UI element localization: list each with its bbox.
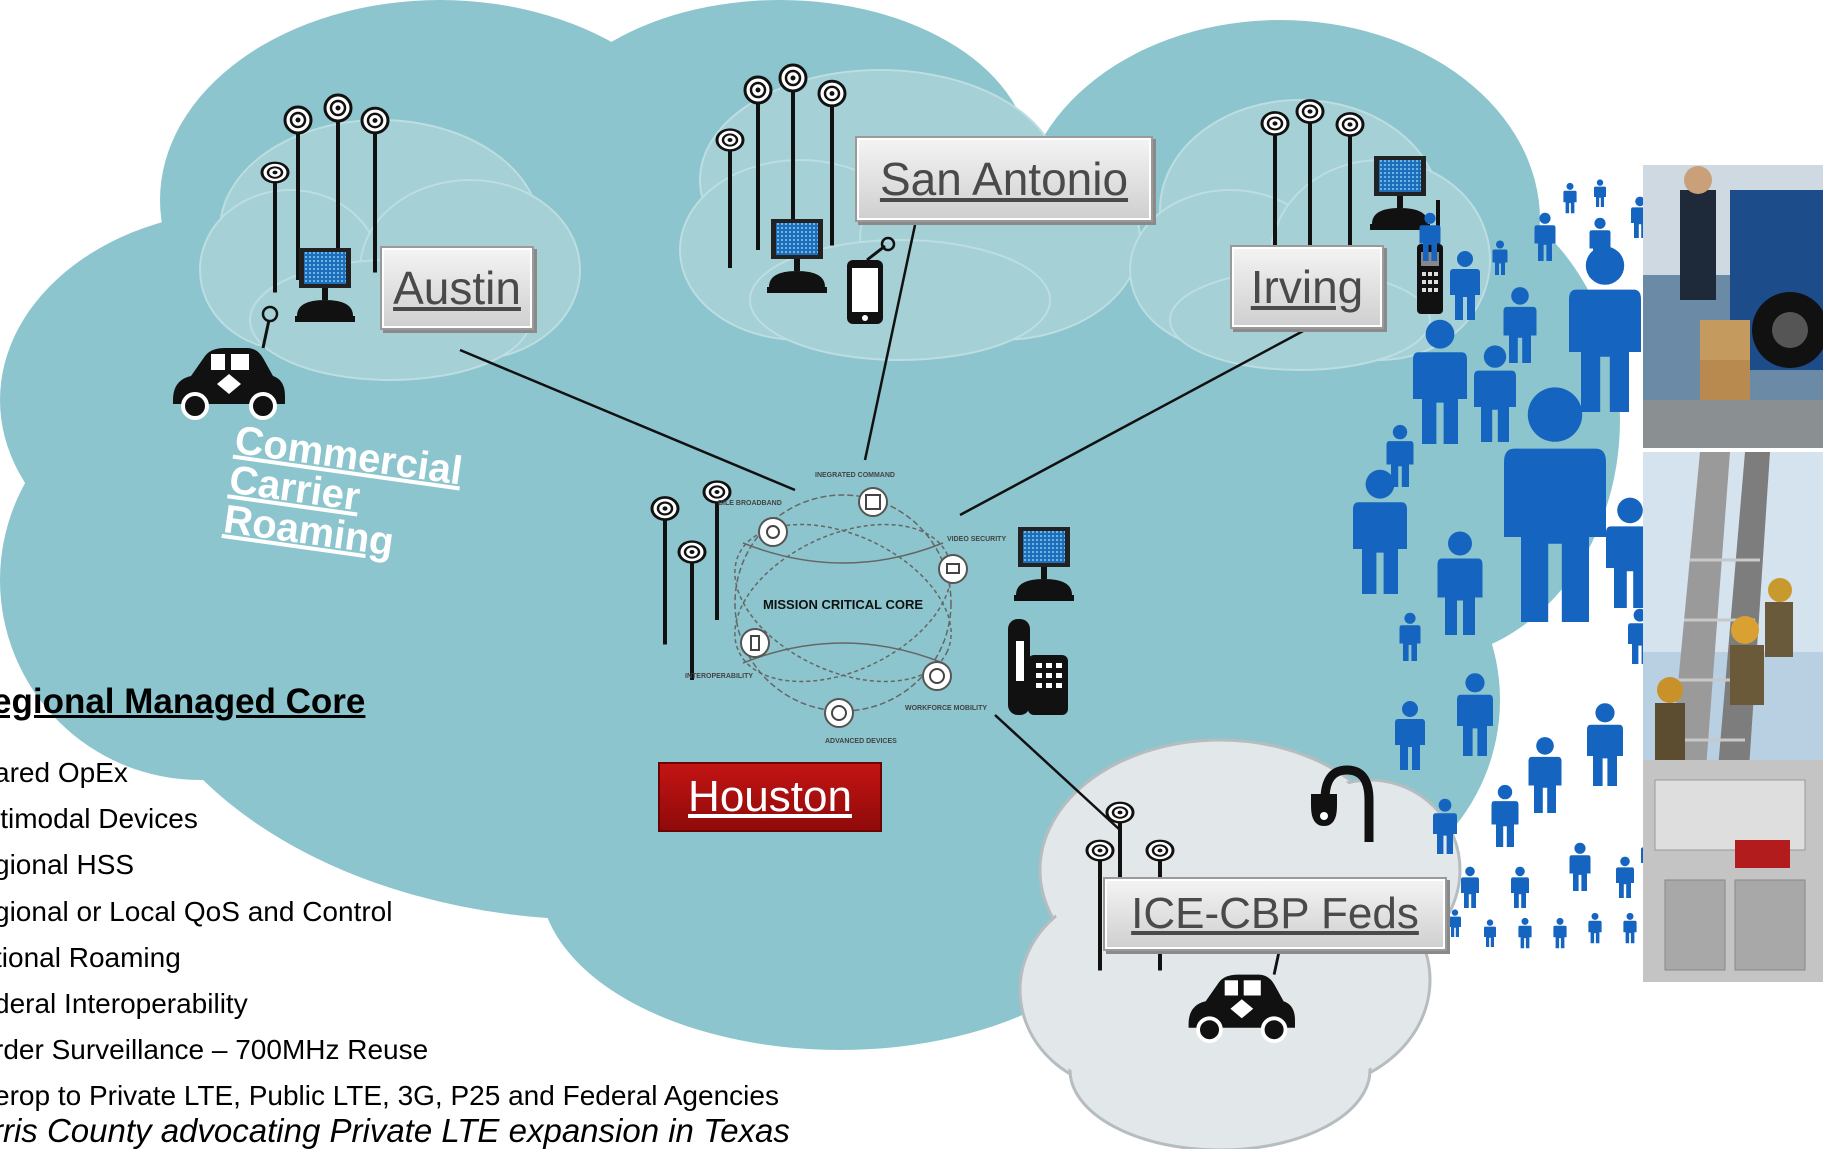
regional-core-title: egional Managed Core bbox=[0, 682, 366, 721]
austin-computer-icon bbox=[295, 248, 355, 322]
link-austin-houston bbox=[459, 348, 796, 492]
cap-workforce-mobility: WORKFORCE MOBILITY bbox=[905, 705, 987, 712]
bullet-item: deral Interoperability bbox=[0, 987, 248, 1019]
san-antonio-computer-icon bbox=[767, 219, 827, 293]
surveillance-camera-icon bbox=[1311, 765, 1374, 842]
regional-core-bullets: ared OpEx ltimodal Devices gional HSS gi… bbox=[0, 750, 779, 1120]
cap-broadband: BILE BROADBAND bbox=[718, 500, 782, 507]
bullet-item: erop to Private LTE, Public LTE, 3G, P25… bbox=[0, 1080, 779, 1112]
cap-integrated-command: INEGRATED COMMAND bbox=[815, 472, 895, 479]
bullet-item: gional HSS bbox=[0, 849, 135, 881]
irving-computer-icon bbox=[1370, 156, 1430, 230]
desk-phone-icon bbox=[1008, 619, 1068, 715]
region-label-federal: ICE-CBP Feds bbox=[1103, 877, 1447, 951]
link-feds-houston bbox=[994, 714, 1121, 831]
bullet-item: ltimodal Devices bbox=[0, 803, 198, 835]
advocacy-note: rris County advocating Private LTE expan… bbox=[0, 1112, 790, 1149]
cap-interoperability: INTEROPERABILITY bbox=[685, 673, 753, 680]
bullet-item: ared OpEx bbox=[0, 757, 128, 788]
bullet-item: gional or Local QoS and Control bbox=[0, 895, 393, 927]
region-label-irving: Irving bbox=[1230, 245, 1384, 329]
cap-video-security: VIDEO SECURITY bbox=[947, 536, 1006, 543]
region-label-houston: Houston bbox=[658, 762, 882, 832]
houston-computer-icon bbox=[1014, 527, 1074, 601]
bullet-item: rder Surveillance – 700MHz Reuse bbox=[0, 1034, 429, 1066]
cargo-inspection-photo bbox=[1643, 165, 1823, 448]
mobile-phone-icon bbox=[847, 236, 896, 324]
bullet-item: tional Roaming bbox=[0, 941, 181, 973]
region-label-austin: Austin bbox=[380, 246, 534, 330]
cap-advanced-devices: ADVANCED DEVICES bbox=[825, 738, 897, 745]
link-sanantonio-houston bbox=[863, 224, 917, 461]
region-label-san-antonio: San Antonio bbox=[855, 136, 1153, 222]
connection-lines bbox=[459, 224, 1306, 831]
link-irving-houston bbox=[959, 328, 1306, 517]
mission-critical-core-diagram bbox=[734, 487, 968, 728]
core-center-label: MISSION CRITICAL CORE bbox=[763, 597, 923, 612]
firefighters-photo bbox=[1643, 452, 1823, 982]
